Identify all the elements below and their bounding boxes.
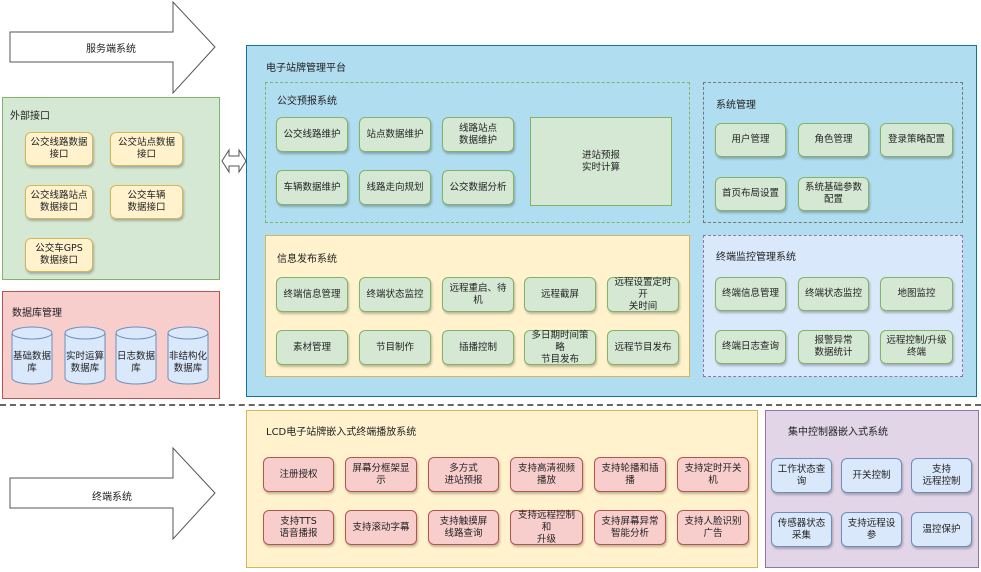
publish-item: 素材管理 — [276, 330, 348, 365]
interface-item: 公交站点数据 接口 — [110, 132, 183, 166]
sysmgmt-item: 系统基础参数 配置 — [798, 177, 869, 211]
publish-item: 远程截屏 — [524, 277, 596, 312]
lcd-item: 支持滚动字幕 — [345, 510, 417, 545]
monitor-item: 地图监控 — [880, 277, 953, 311]
platform-title: 电子站牌管理平台 — [266, 63, 346, 74]
monitor-item: 终端状态监控 — [798, 277, 869, 311]
monitor-system-title: 终端监控管理系统 — [716, 252, 796, 263]
forecast-item: 公交数据分析 — [442, 170, 514, 205]
server-system-label: 服务端系统 — [86, 44, 136, 55]
controller-system-title: 集中控制器嵌入式系统 — [788, 427, 888, 438]
sysmgmt-item: 用户管理 — [715, 123, 786, 157]
sysmgmt-item: 登录策略配置 — [880, 123, 953, 157]
server-terminal-divider — [0, 404, 981, 406]
forecast-item: 公交线路维护 — [276, 117, 348, 152]
forecast-item: 线路走向规划 — [359, 170, 431, 205]
forecast-item: 车辆数据维护 — [276, 170, 348, 205]
database-cylinders — [11, 326, 209, 385]
lcd-item: 支持高清视频 播放 — [510, 457, 583, 492]
lcd-item: 支持定时开关机 — [677, 457, 749, 492]
lcd-item: 多方式 进站预报 — [428, 457, 499, 492]
controller-item: 传感器状态 采集 — [771, 512, 832, 547]
lcd-item: 支持屏幕异常 智能分析 — [594, 510, 666, 545]
lcd-item: 支持人脸识别 广告 — [677, 510, 749, 545]
publish-item: 多日期时间策略 节目发布 — [524, 330, 596, 365]
publish-item: 终端信息管理 — [276, 277, 348, 312]
lcd-item: 注册授权 — [263, 457, 334, 492]
interface-item: 公交车辆 数据接口 — [110, 185, 183, 219]
forecast-system-title: 公交预报系统 — [277, 96, 337, 107]
publish-item: 远程重启、待机 — [442, 277, 514, 312]
interface-item: 公交线路数据 接口 — [25, 132, 93, 166]
lcd-item: 屏幕分框架显示 — [345, 457, 417, 492]
lcd-item: 支持远程控制和 升级 — [510, 510, 583, 545]
publish-system-title: 信息发布系统 — [277, 254, 337, 265]
publish-item: 远程设置定时开 关时间 — [607, 277, 679, 312]
publish-item: 节目制作 — [359, 330, 431, 365]
database-item: 日志数据 库 — [116, 351, 155, 374]
controller-item: 温控保护 — [911, 512, 972, 547]
controller-item: 工作状态查询 — [771, 458, 832, 493]
monitor-item: 远程控制/升级 终端 — [880, 330, 953, 364]
arrival-forecast-calc: 进站预报 实时计算 — [530, 117, 672, 206]
sysmgmt-item: 首页布局设置 — [715, 177, 786, 211]
interface-item: 公交车GPS 数据接口 — [25, 238, 93, 272]
terminal-system-arrow — [9, 446, 216, 541]
controller-item: 开关控制 — [841, 458, 902, 493]
lcd-item: 支持触摸屏 线路查询 — [428, 510, 499, 545]
external-interface-title: 外部接口 — [10, 111, 50, 122]
monitor-item: 终端日志查询 — [715, 330, 786, 364]
database-item: 非结构化 数据库 — [168, 351, 207, 374]
publish-item: 远程节目发布 — [607, 330, 679, 365]
controller-item: 支持远程设参 — [841, 512, 902, 547]
server-system-arrow — [9, 0, 216, 95]
database-item: 实时运算 数据库 — [65, 351, 104, 374]
publish-item: 插播控制 — [442, 330, 514, 365]
system-management-panel — [703, 82, 963, 223]
forecast-item: 站点数据维护 — [359, 117, 431, 152]
forecast-system-panel — [265, 82, 690, 223]
sysmgmt-item: 角色管理 — [798, 123, 869, 157]
system-management-title: 系统管理 — [716, 100, 756, 111]
bidirectional-arrow-icon — [221, 148, 247, 174]
lcd-item: 支持轮播和插播 — [594, 457, 666, 492]
terminal-system-label: 终端系统 — [92, 492, 132, 503]
publish-item: 终端状态监控 — [359, 277, 431, 312]
lcd-system-title: LCD电子站牌嵌入式终端播放系统 — [266, 427, 417, 438]
monitor-item: 报警异常 数据统计 — [798, 330, 869, 364]
controller-item: 支持 远程控制 — [911, 458, 972, 493]
database-title: 数据库管理 — [12, 308, 62, 319]
database-item: 基础数据 库 — [12, 351, 51, 374]
interface-item: 公交线路站点 数据接口 — [25, 185, 93, 219]
forecast-item: 线路站点 数据维护 — [442, 117, 514, 152]
lcd-item: 支持TTS 语音播报 — [263, 510, 334, 545]
monitor-item: 终端信息管理 — [715, 277, 786, 311]
